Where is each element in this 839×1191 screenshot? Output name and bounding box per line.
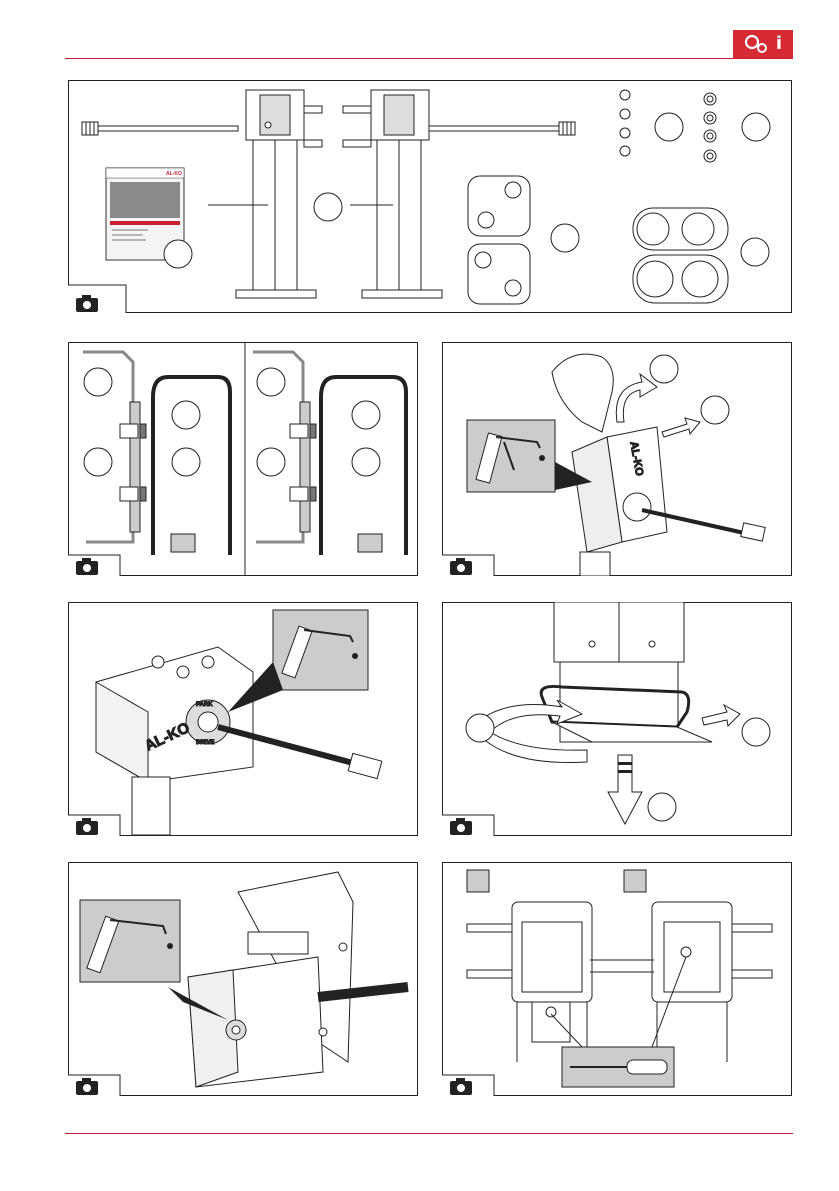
camera-icon (450, 818, 472, 835)
gear-icon (744, 33, 772, 55)
callout-b1 (257, 368, 285, 396)
figure-lubricate-park-brake: AL-KO (442, 342, 792, 576)
screwdriver-icon (627, 1060, 667, 1074)
callout-slide (742, 718, 770, 746)
callout-b3 (352, 401, 380, 429)
callout-a2 (84, 448, 112, 476)
callout-a4 (172, 448, 200, 476)
camera-icon (450, 1078, 472, 1095)
figure-mounting-comparison (68, 342, 418, 576)
callout-leg (314, 193, 342, 221)
callout-manual (164, 240, 192, 268)
ring-text-drive: DRIVE (196, 740, 214, 746)
figure-rotate-and-lower-foot (442, 602, 792, 836)
variant-marker-b (624, 870, 646, 892)
manual-brand: AL-KO (166, 171, 182, 177)
figure-parts-overview: AL-KO (68, 80, 792, 313)
camera-icon (76, 558, 98, 575)
callout-a3 (172, 401, 200, 429)
callout-rotate (466, 714, 494, 742)
callout-b4 (352, 448, 380, 476)
section-badge: i (733, 30, 793, 58)
callout-washers-a (655, 113, 683, 141)
callout-pull (701, 396, 729, 424)
inner-tube (554, 602, 684, 742)
info-icon: i (776, 35, 782, 53)
callout-lower (648, 793, 676, 821)
variant-marker-a (467, 870, 489, 892)
bottom-rule (65, 1133, 793, 1134)
camera-icon (76, 818, 98, 835)
camera-icon (76, 295, 98, 312)
callout-plates (551, 224, 579, 252)
callout-rotate (650, 355, 678, 383)
camera-icon (76, 1078, 98, 1095)
ring-text-park: PARK (196, 702, 213, 708)
callout-washers-b (742, 113, 770, 141)
figure-lubricate-inner-tube (68, 862, 418, 1096)
top-rule (65, 58, 793, 59)
camera-icon (450, 558, 472, 575)
figure-lubricate-crank-housing: AL-KO PARK DRIVE (68, 602, 418, 836)
callout-bushings (741, 238, 769, 266)
callout-b2 (257, 448, 285, 476)
figure-screwdriver-adjust (442, 862, 792, 1096)
callout-a1 (84, 368, 112, 396)
